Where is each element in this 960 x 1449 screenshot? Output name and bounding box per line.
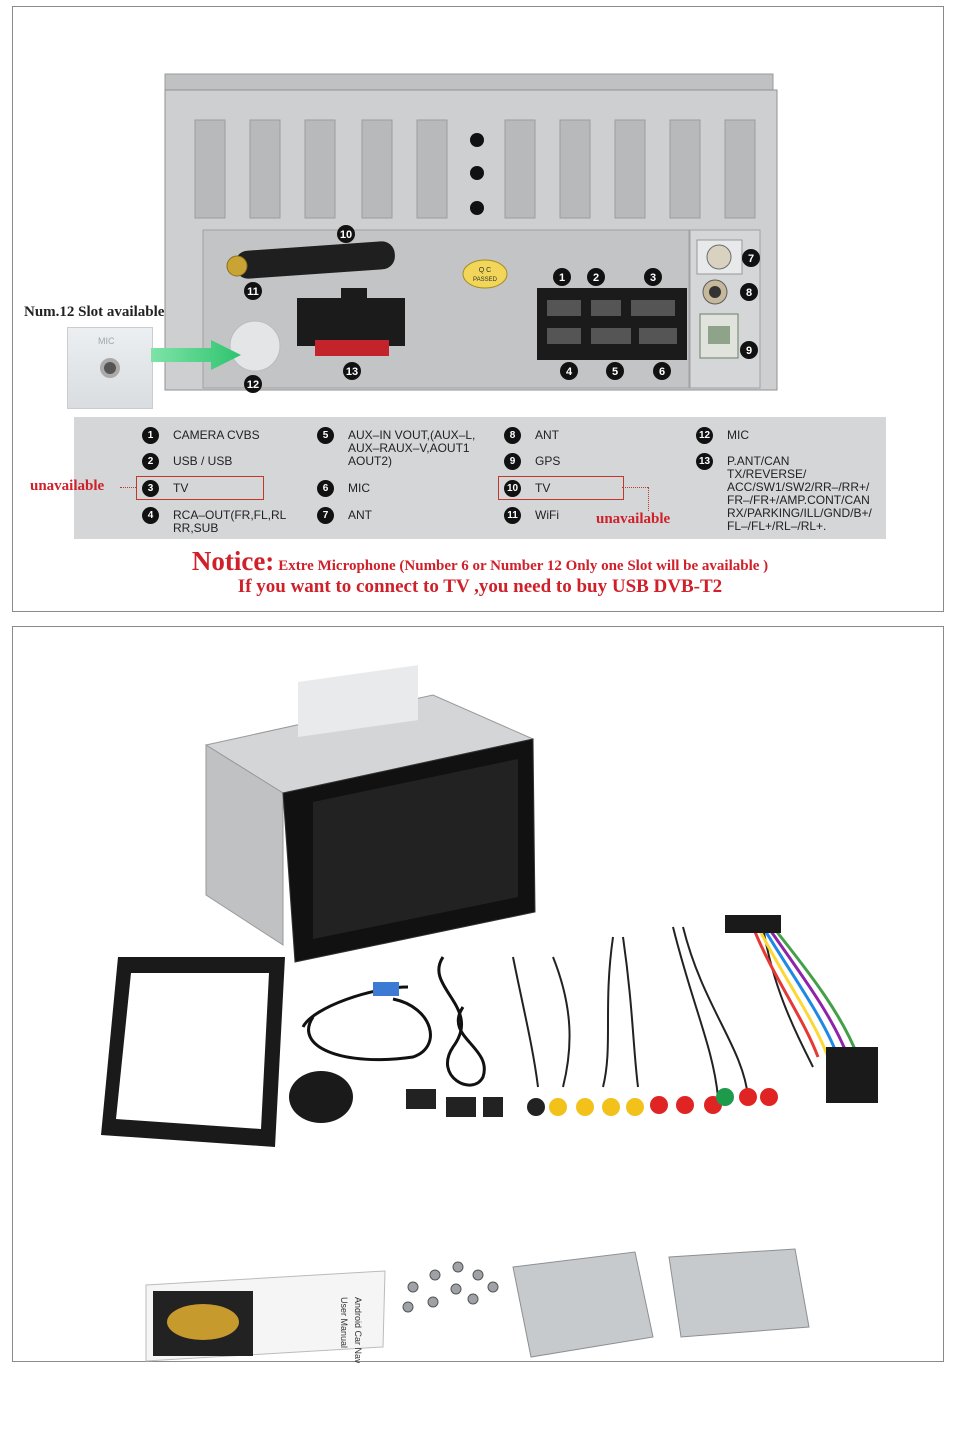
screws <box>402 1261 499 1313</box>
usb-cables <box>406 956 503 1117</box>
manual-subtitle: User Manual <box>339 1297 349 1348</box>
conn-num-8: 8 <box>746 287 752 299</box>
iso-harness <box>725 915 878 1103</box>
conn-num-11: 11 <box>247 286 259 298</box>
user-manual: Android Car Navigation User Manual <box>145 1270 386 1363</box>
mic-slot-text: MIC <box>98 336 115 346</box>
notice-line: Notice: Extre Microphone (Number 6 or Nu… <box>0 546 960 577</box>
notice-title: Notice: <box>191 546 275 576</box>
qc-sticker-text-2: PASSED <box>473 277 498 283</box>
mic-slot-photo: MIC <box>67 327 153 409</box>
mic-jack-icon <box>100 358 120 378</box>
mounting-frame <box>101 957 285 1147</box>
tv-unavailable-box-right <box>498 476 624 500</box>
notice-text: Extre Microphone (Number 6 or Number 12 … <box>278 558 769 574</box>
arrow-right-icon <box>151 340 241 370</box>
package-contents-panel: Android Car Navigation User Manual <box>12 626 944 1363</box>
tv-dvb-note: If you want to connect to TV ,you need t… <box>237 576 723 597</box>
conn-num-2: 2 <box>593 272 599 284</box>
rear-unit-image: Q C PASSED 10 11 12 13 1 2 3 4 5 6 7 8 <box>155 70 783 398</box>
conn-num-13: 13 <box>346 366 358 378</box>
head-unit <box>204 665 536 963</box>
dotted-line-right-h <box>622 487 648 488</box>
conn-num-10: 10 <box>340 229 352 241</box>
tv-unavailable-box-left <box>136 476 264 500</box>
dotted-line-right-v <box>648 487 649 511</box>
unavailable-label-right: unavailable <box>596 511 671 527</box>
conn-num-5: 5 <box>612 366 618 378</box>
gps-antenna <box>289 982 432 1123</box>
mounting-brackets <box>512 1248 810 1358</box>
slot-available-label: Num.12 Slot available <box>24 304 165 320</box>
manual-title: Android Car Navigation <box>353 1297 363 1363</box>
conn-num-1: 1 <box>559 272 565 284</box>
conn-num-12: 12 <box>247 379 259 391</box>
dotted-line-left <box>120 487 136 488</box>
rca-plugs <box>527 1088 778 1116</box>
qc-sticker-text-1: Q C <box>479 267 491 274</box>
conn-num-4: 4 <box>566 366 573 378</box>
conn-num-3: 3 <box>650 272 656 284</box>
rca-cables <box>512 926 814 1098</box>
unavailable-label-left: unavailable <box>30 478 105 494</box>
conn-num-9: 9 <box>746 345 752 357</box>
conn-num-7: 7 <box>748 253 754 265</box>
package-contents-image: Android Car Navigation User Manual <box>101 665 878 1363</box>
conn-num-6: 6 <box>659 366 665 378</box>
